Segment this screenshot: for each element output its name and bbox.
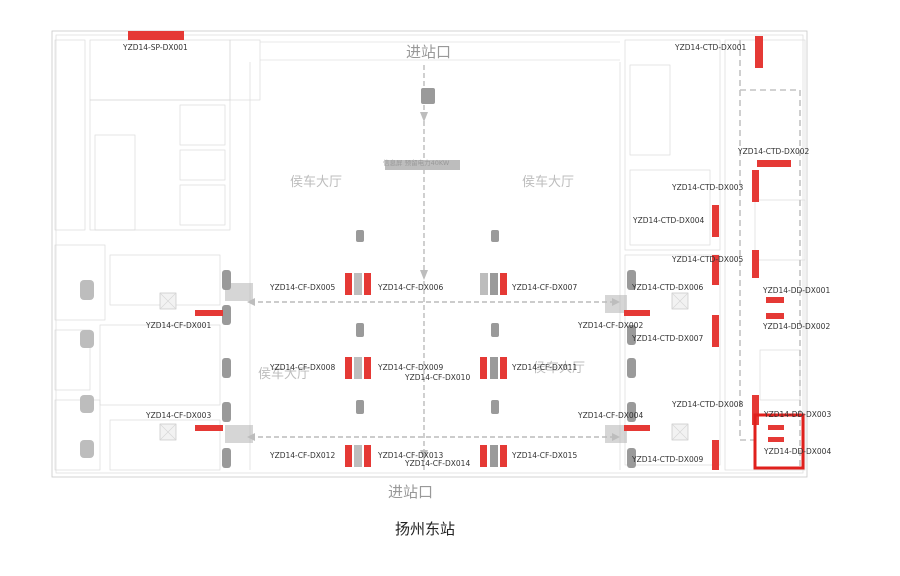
device-labels: YZD14-SP-DX001 YZD14-CTD-DX001 YZD14-CTD… bbox=[122, 43, 831, 468]
label-ctd003: YZD14-CTD-DX003 bbox=[671, 183, 744, 192]
label-dd002: YZD14-DD-DX002 bbox=[762, 322, 830, 331]
label-cf015: YZD14-CF-DX015 bbox=[511, 451, 577, 460]
label-cf002: YZD14-CF-DX002 bbox=[577, 321, 643, 330]
label-cf011: YZD14-CF-DX011 bbox=[511, 363, 577, 372]
gate-stairs bbox=[225, 283, 627, 443]
label-cf001: YZD14-CF-DX001 bbox=[145, 321, 211, 330]
label-cf003: YZD14-CF-DX003 bbox=[145, 411, 211, 420]
label-ctd009: YZD14-CTD-DX009 bbox=[631, 455, 704, 464]
hall-lower-right: 侯车大厅 bbox=[533, 360, 585, 376]
label-cf008: YZD14-CF-DX008 bbox=[269, 363, 335, 372]
label-ctd005: YZD14-CTD-DX005 bbox=[671, 255, 744, 264]
label-cf005: YZD14-CF-DX005 bbox=[269, 283, 335, 292]
highlight-box bbox=[753, 413, 805, 470]
power-note: 信息屏 预留电力40KW bbox=[383, 158, 450, 167]
ad-slots bbox=[128, 31, 791, 470]
label-ctd006: YZD14-CTD-DX006 bbox=[631, 283, 704, 292]
label-cf012: YZD14-CF-DX012 bbox=[269, 451, 335, 460]
label-sp001: YZD14-SP-DX001 bbox=[122, 43, 188, 52]
label-cf010: YZD14-CF-DX010 bbox=[404, 373, 470, 382]
building-walls bbox=[51, 30, 808, 478]
label-cf004: YZD14-CF-DX004 bbox=[577, 411, 643, 420]
label-dd004: YZD14-DD-DX004 bbox=[763, 447, 831, 456]
label-ctd008: YZD14-CTD-DX008 bbox=[671, 400, 744, 409]
label-ctd001: YZD14-CTD-DX001 bbox=[674, 43, 747, 52]
label-cf007: YZD14-CF-DX007 bbox=[511, 283, 577, 292]
label-cf014: YZD14-CF-DX014 bbox=[404, 459, 470, 468]
label-ctd007: YZD14-CTD-DX007 bbox=[631, 334, 704, 343]
label-ctd004: YZD14-CTD-DX004 bbox=[632, 216, 705, 225]
hall-fixtures bbox=[80, 88, 636, 468]
label-cf013: YZD14-CF-DX013 bbox=[377, 451, 443, 460]
entrance-bottom: 进站口 bbox=[388, 483, 433, 501]
label-ctd002: YZD14-CTD-DX002 bbox=[737, 147, 810, 156]
entrance-top: 进站口 bbox=[406, 43, 451, 61]
hall-upper-left: 侯车大厅 bbox=[290, 174, 342, 190]
caption: 扬州东站 bbox=[395, 520, 455, 538]
label-dd001: YZD14-DD-DX001 bbox=[762, 286, 830, 295]
label-dd003: YZD14-DD-DX003 bbox=[763, 410, 831, 419]
label-cf009: YZD14-CF-DX009 bbox=[377, 363, 443, 372]
hall-lower-left: 侯车大厅 bbox=[258, 366, 310, 382]
hall-upper-right: 侯车大厅 bbox=[522, 174, 574, 190]
label-cf006: YZD14-CF-DX006 bbox=[377, 283, 443, 292]
passenger-flow bbox=[247, 40, 801, 470]
